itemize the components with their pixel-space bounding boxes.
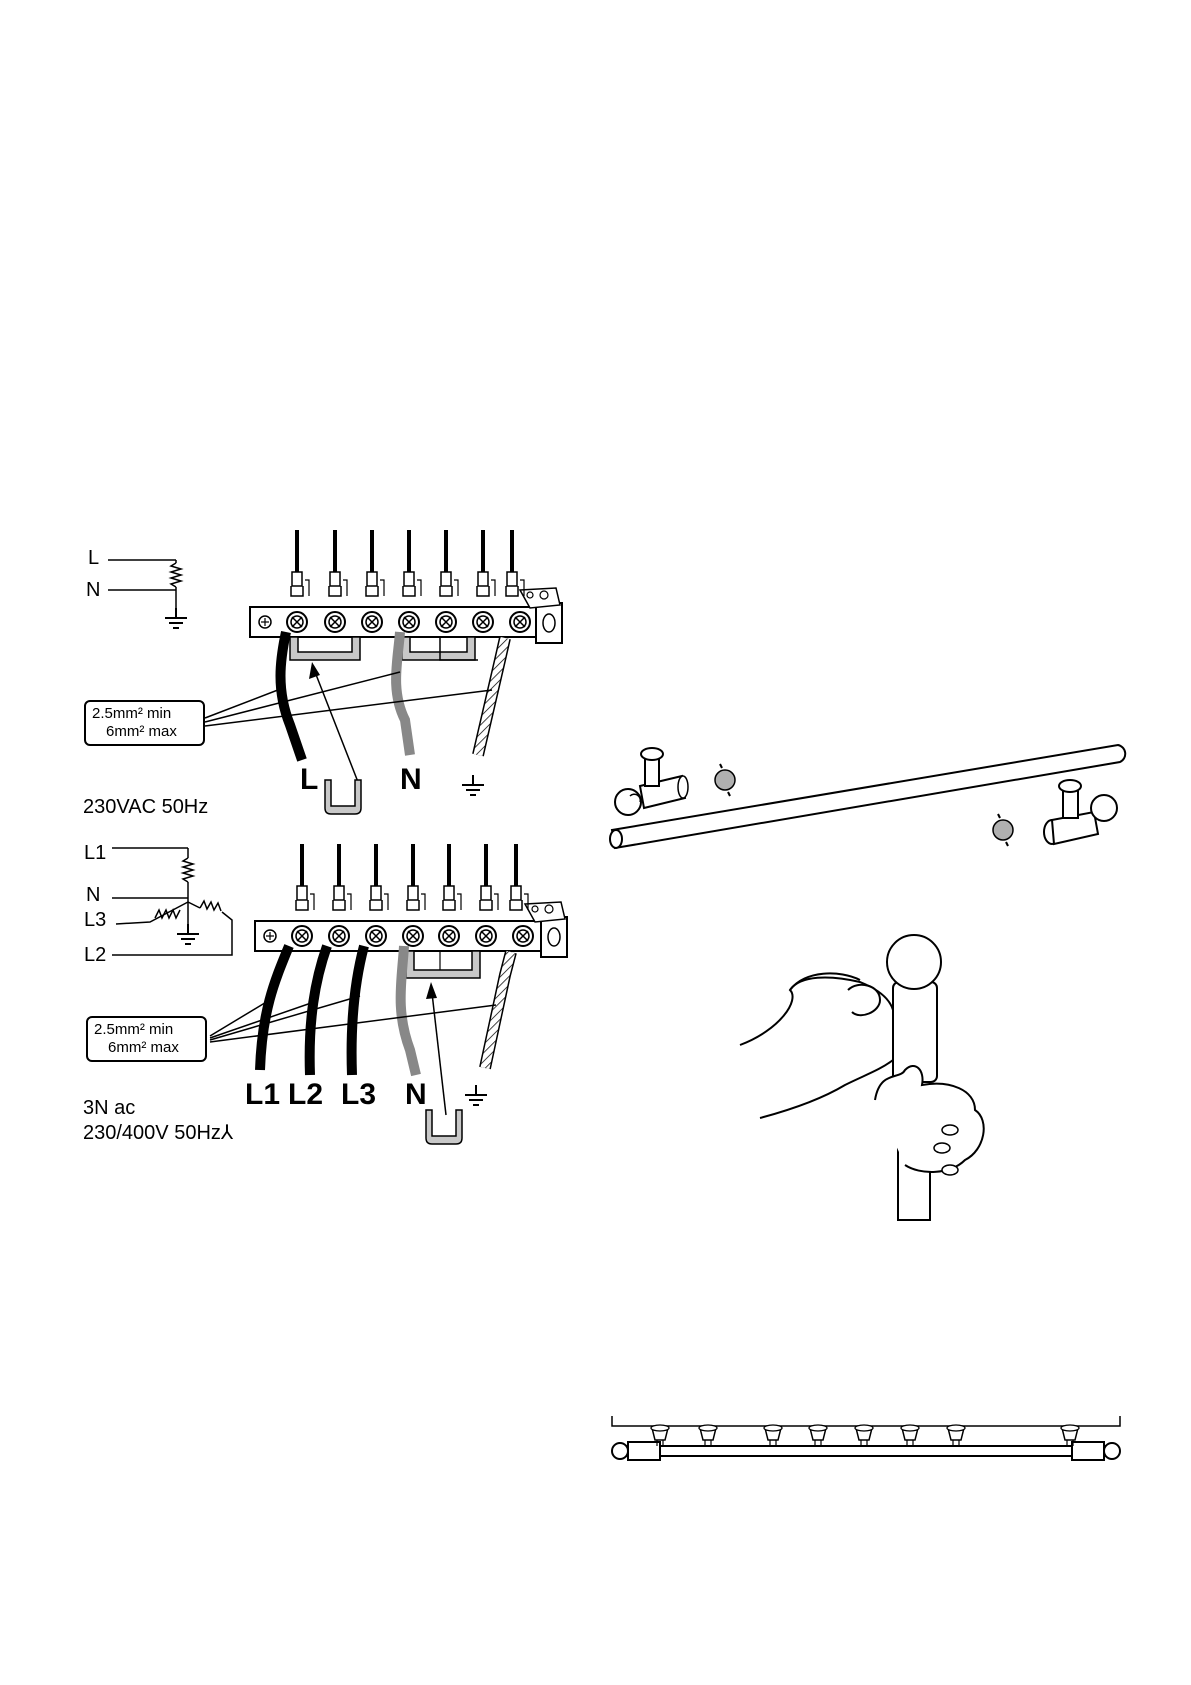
supply-voltage: 230/400V 50Hz (83, 1122, 221, 1144)
earth-cable (478, 638, 505, 755)
cable-size-max: 6mm² max (92, 723, 197, 741)
wire-label-live: L (300, 765, 318, 795)
cable-size-max: 6mm² max (94, 1039, 199, 1057)
l3-cable (352, 946, 364, 1075)
wire-label-l3: L3 (341, 1080, 376, 1110)
earth-icon (177, 924, 199, 944)
cable-size-callout: 2.5mm² min 6mm² max (86, 1016, 207, 1062)
earth-icon (462, 775, 484, 795)
star-connection-icon: ⅄ (221, 1122, 233, 1144)
three-phase-schematic (112, 848, 232, 955)
terminal-block-single-phase (205, 530, 562, 814)
wire-label-l1: L1 (245, 1080, 280, 1110)
wire-label-neutral: N (400, 765, 422, 795)
supply-three-phase-line1: 3N ac (83, 1098, 135, 1118)
cable-size-callout: 2.5mm² min 6mm² max (84, 700, 205, 746)
schematic-label-l1: L1 (84, 843, 106, 863)
bridge-link-icon (426, 1110, 462, 1144)
wire-label-l2: L2 (288, 1080, 323, 1110)
shelf-rail-assembly-icon (612, 1416, 1120, 1460)
hand-holding-rail-icon (740, 935, 984, 1220)
single-phase-schematic (108, 560, 187, 628)
schematic-label-l: L (88, 548, 99, 568)
earth-icon (465, 1085, 487, 1105)
bridge-link-icon (325, 780, 361, 814)
grub-screw-icon (715, 764, 735, 796)
schematic-label-n: N (86, 580, 100, 600)
cable-size-min: 2.5mm² min (94, 1021, 199, 1039)
earth-icon (165, 608, 187, 628)
schematic-label-l2: L2 (84, 945, 106, 965)
supply-single-phase: 230VAC 50Hz (83, 797, 208, 817)
wire-label-neutral: N (405, 1080, 427, 1110)
rail-end-cap-icon (1044, 780, 1117, 844)
cable-size-min: 2.5mm² min (92, 705, 197, 723)
rail-end-cap-icon (615, 748, 688, 815)
l1-cable (260, 946, 289, 1070)
rail-assembly (610, 745, 1125, 848)
grub-screw-icon (993, 814, 1013, 846)
supply-three-phase-line2: 230/400V 50Hz⅄ (83, 1123, 233, 1143)
schematic-label-l3: L3 (84, 910, 106, 930)
schematic-label-n: N (86, 885, 100, 905)
earth-cable (485, 952, 511, 1068)
